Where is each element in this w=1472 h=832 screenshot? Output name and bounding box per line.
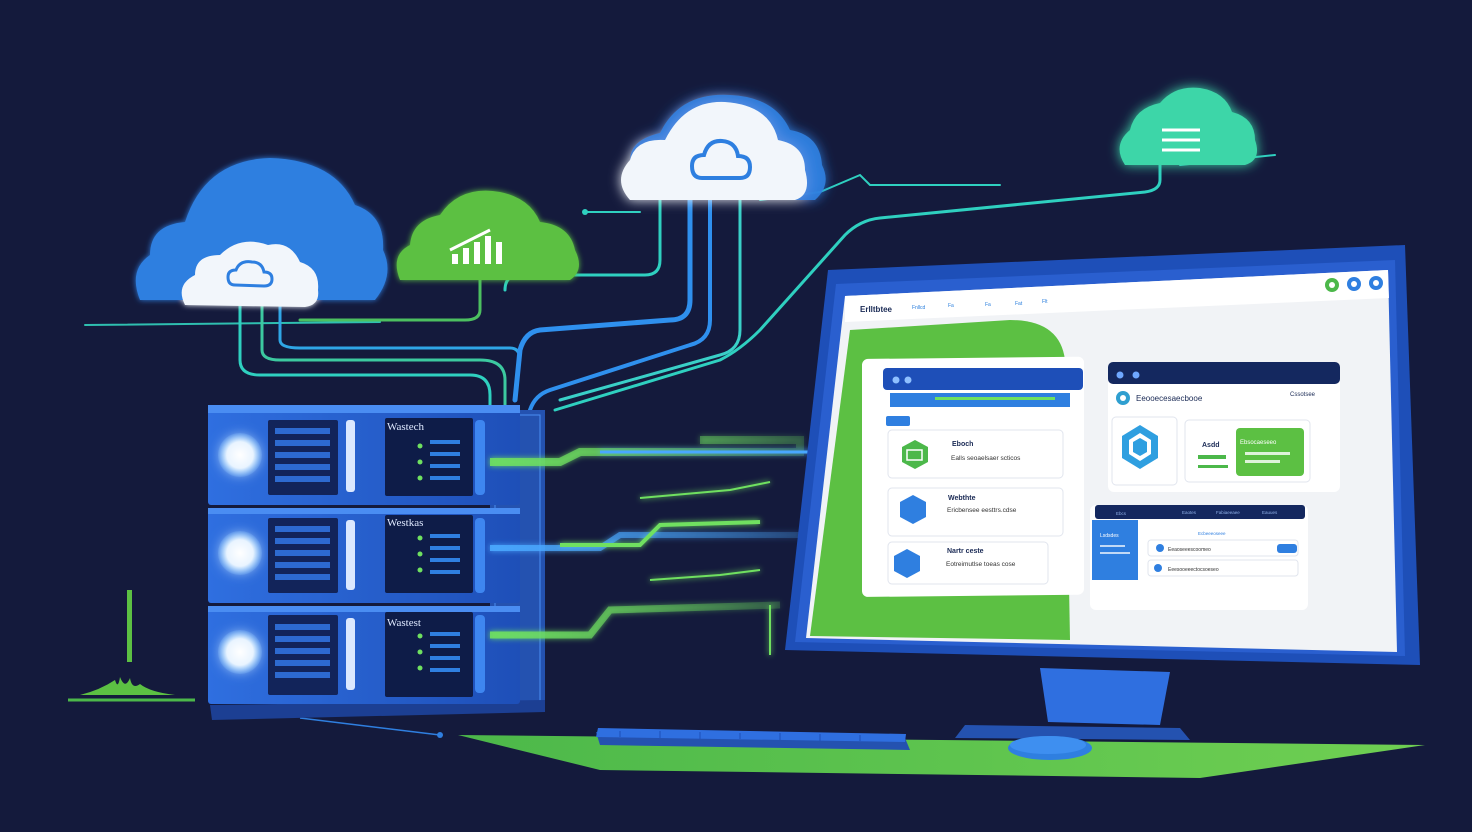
- drive-bays: [275, 428, 330, 678]
- bar-chart-icon: [449, 228, 502, 264]
- list-item-title: Webthte: [948, 495, 976, 502]
- stat-label: Asdd: [1202, 442, 1220, 449]
- server-label: Wastech: [387, 421, 424, 433]
- list-item-title: Eboch: [952, 441, 973, 448]
- server-label: Wastest: [387, 617, 421, 629]
- hexagon-icon: [902, 440, 928, 469]
- server-unit: [208, 606, 520, 704]
- server-unit: [208, 405, 520, 505]
- status-lights: [417, 440, 460, 672]
- nav-item[interactable]: Fnllcd: [912, 305, 926, 311]
- list-item-desc: Ericbensee eesttrs.cdse: [947, 507, 1017, 514]
- menu-lines-icon: [1162, 128, 1200, 152]
- header-logo: Erlltbtee: [860, 305, 893, 314]
- nav-item[interactable]: Flt: [1042, 299, 1048, 305]
- green-card-text: Ebsocaeseeo: [1240, 440, 1277, 446]
- table-row[interactable]: [1147, 559, 1299, 577]
- browser-header: Erlltbtee Fnllcd Fa Fa Fat Flt: [845, 270, 1389, 322]
- power-led: [218, 630, 262, 674]
- cloud-icon: [226, 260, 274, 288]
- list-item[interactable]: [887, 487, 1064, 537]
- hexagon-icon: [900, 495, 926, 524]
- nav-item[interactable]: Fa: [985, 302, 991, 308]
- nav-item[interactable]: Fa: [948, 303, 954, 309]
- table-sidebar: [1092, 520, 1138, 580]
- table-tab[interactable]: Ebcs: [1116, 511, 1127, 516]
- cloud-icon: [689, 138, 753, 180]
- cloud-green-small: [396, 190, 579, 280]
- server-labels: Wastech Westkas Wastest: [387, 421, 424, 629]
- nav-item[interactable]: Fat: [1015, 301, 1023, 307]
- table-row[interactable]: [1147, 539, 1299, 557]
- table-tab[interactable]: Eauues: [1262, 510, 1278, 515]
- cloud-teal-right: [1119, 87, 1258, 165]
- hexagon-icon: [894, 549, 920, 578]
- row-text: Eeesooeeectocsoeseo: [1168, 567, 1219, 573]
- mouse: [1008, 736, 1092, 760]
- left-panel: Eboch Ealls seoaelsaer scticos Webthte E…: [862, 356, 1084, 597]
- table-tab[interactable]: Fabiaeeaee: [1216, 510, 1240, 515]
- list-item-desc: Eotreimutlse toeas cose: [946, 561, 1016, 568]
- right-panel: Eeooecesaecbooe Cssotsee Asdd Ebsocaesee…: [1090, 362, 1340, 610]
- list-item-desc: Ealls seoaelsaer scticos: [951, 455, 1021, 462]
- grass-plant: [68, 590, 195, 702]
- keyboard: [596, 728, 910, 750]
- list-item[interactable]: [887, 541, 1049, 585]
- power-led: [218, 433, 262, 477]
- row-text: Eeaoseeescoomeo: [1168, 547, 1211, 553]
- panel-title: Eeooecesaecbooe: [1136, 394, 1203, 403]
- list-item-title: Nartr ceste: [947, 548, 984, 555]
- power-led: [218, 531, 262, 575]
- table-tab[interactable]: Eaotes: [1182, 510, 1197, 515]
- data-beams: [490, 436, 820, 655]
- header-link[interactable]: Cssotsee: [1290, 392, 1316, 398]
- row-link[interactable]: Ecbeeeoseee: [1198, 531, 1226, 536]
- cloud-blue-large: [135, 158, 388, 307]
- cloud-white-center: [621, 94, 826, 200]
- sidebar-label: Lsdsdes: [1100, 533, 1119, 539]
- server-unit: [208, 508, 520, 603]
- row-button[interactable]: [1277, 544, 1297, 553]
- server-label: Westkas: [387, 517, 423, 529]
